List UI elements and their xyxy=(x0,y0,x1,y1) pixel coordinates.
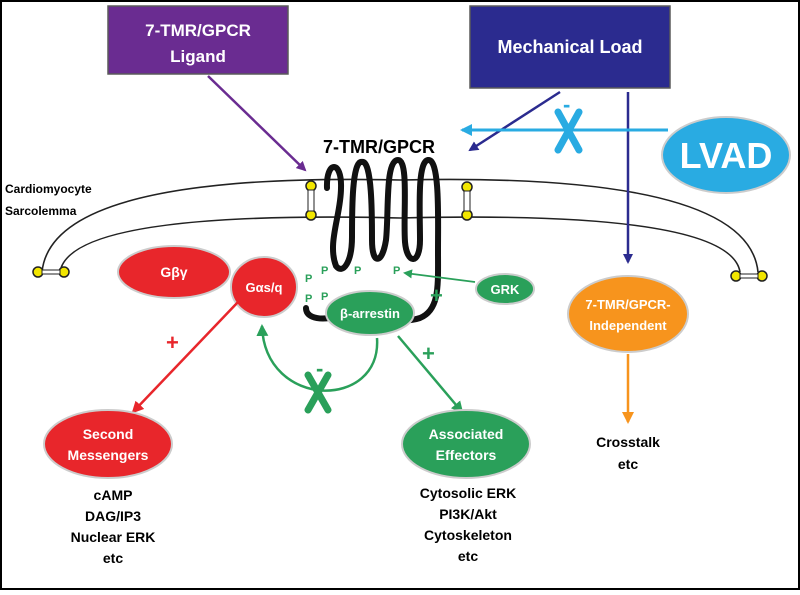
phospho-mark: P xyxy=(305,293,312,305)
mechanical-load-label: Mechanical Load xyxy=(497,37,642,57)
list-item: Nuclear ERK xyxy=(71,529,156,545)
grk-label: GRK xyxy=(491,282,521,297)
membrane-label-line2: Sarcolemma xyxy=(5,204,77,218)
list-item: Crosstalk xyxy=(596,434,660,450)
independent-node: 7-TMR/GPCR- Independent xyxy=(567,275,689,353)
ligand-box-line2: Ligand xyxy=(170,47,226,66)
list-item: Cytosolic ERK xyxy=(420,485,516,501)
receptor-label: 7-TMR/GPCR xyxy=(323,137,435,157)
lvad-minus-sign: - xyxy=(563,92,570,117)
lvad-label: LVAD xyxy=(680,135,773,176)
second-messengers-plus-sign: + xyxy=(166,330,179,355)
list-item: DAG/IP3 xyxy=(85,508,141,524)
independent-label-line2: Independent xyxy=(589,318,667,333)
gas-node: Gαs/q xyxy=(230,256,298,318)
list-item: Cytoskeleton xyxy=(424,527,512,543)
second-messengers-node: Second Messengers xyxy=(43,409,173,479)
independent-label-line1: 7-TMR/GPCR- xyxy=(585,297,670,312)
ligand-box: 7-TMR/GPCR Ligand xyxy=(107,5,289,75)
associated-effectors-label-line1: Associated xyxy=(429,426,504,442)
second-messengers-label-line1: Second xyxy=(83,426,134,442)
load-to-receptor-arrow xyxy=(468,90,561,152)
associated-effectors-list: Cytosolic ERK PI3K/Akt Cytoskeleton etc xyxy=(420,485,516,564)
lvad-block-x-icon xyxy=(554,108,583,154)
ligand-to-receptor-arrow xyxy=(207,75,307,172)
barrestin-label: β-arrestin xyxy=(340,306,400,321)
gbg-label: Gβγ xyxy=(160,264,187,280)
gas-to-second-messengers-arrow xyxy=(131,301,239,414)
phospho-mark: P xyxy=(321,265,328,277)
second-messengers-label-line2: Messengers xyxy=(68,447,149,463)
phospho-mark: P xyxy=(305,273,312,285)
independent-list: Crosstalk etc xyxy=(596,434,660,472)
receptor-coil xyxy=(303,157,442,324)
list-item: cAMP xyxy=(94,487,133,503)
ligand-box-line1: 7-TMR/GPCR xyxy=(145,21,251,40)
list-item: etc xyxy=(103,550,123,566)
list-item: etc xyxy=(458,548,478,564)
grk-node: GRK xyxy=(475,273,535,305)
list-item: etc xyxy=(618,456,638,472)
grk-plus-sign: + xyxy=(430,283,443,308)
gbg-node: Gβγ xyxy=(117,245,231,299)
effectors-plus-sign: + xyxy=(422,341,435,366)
phospho-mark: P xyxy=(354,265,361,277)
associated-effectors-label-line2: Effectors xyxy=(436,447,497,463)
grk-to-receptor-arrow xyxy=(403,269,476,283)
associated-effectors-node: Associated Effectors xyxy=(401,409,531,479)
phospho-group: P P P P P P xyxy=(305,265,400,305)
second-messengers-list: cAMP DAG/IP3 Nuclear ERK etc xyxy=(71,487,156,566)
lvad-ellipse xyxy=(661,116,791,194)
list-item: PI3K/Akt xyxy=(439,506,497,522)
gas-label: Gαs/q xyxy=(246,280,283,295)
arrestin-to-effectors-arrow xyxy=(397,335,464,414)
sarcolemma-membrane xyxy=(32,178,768,282)
membrane-label-line1: Cardiomyocyte xyxy=(5,182,92,196)
phospho-mark: P xyxy=(393,265,400,277)
phospho-mark: P xyxy=(321,291,328,303)
mechanical-load-box: Mechanical Load xyxy=(469,5,671,89)
arrestin-minus-sign: - xyxy=(316,356,323,381)
barrestin-node: β-arrestin xyxy=(325,290,415,336)
arrestin-block-x-icon xyxy=(304,371,332,414)
